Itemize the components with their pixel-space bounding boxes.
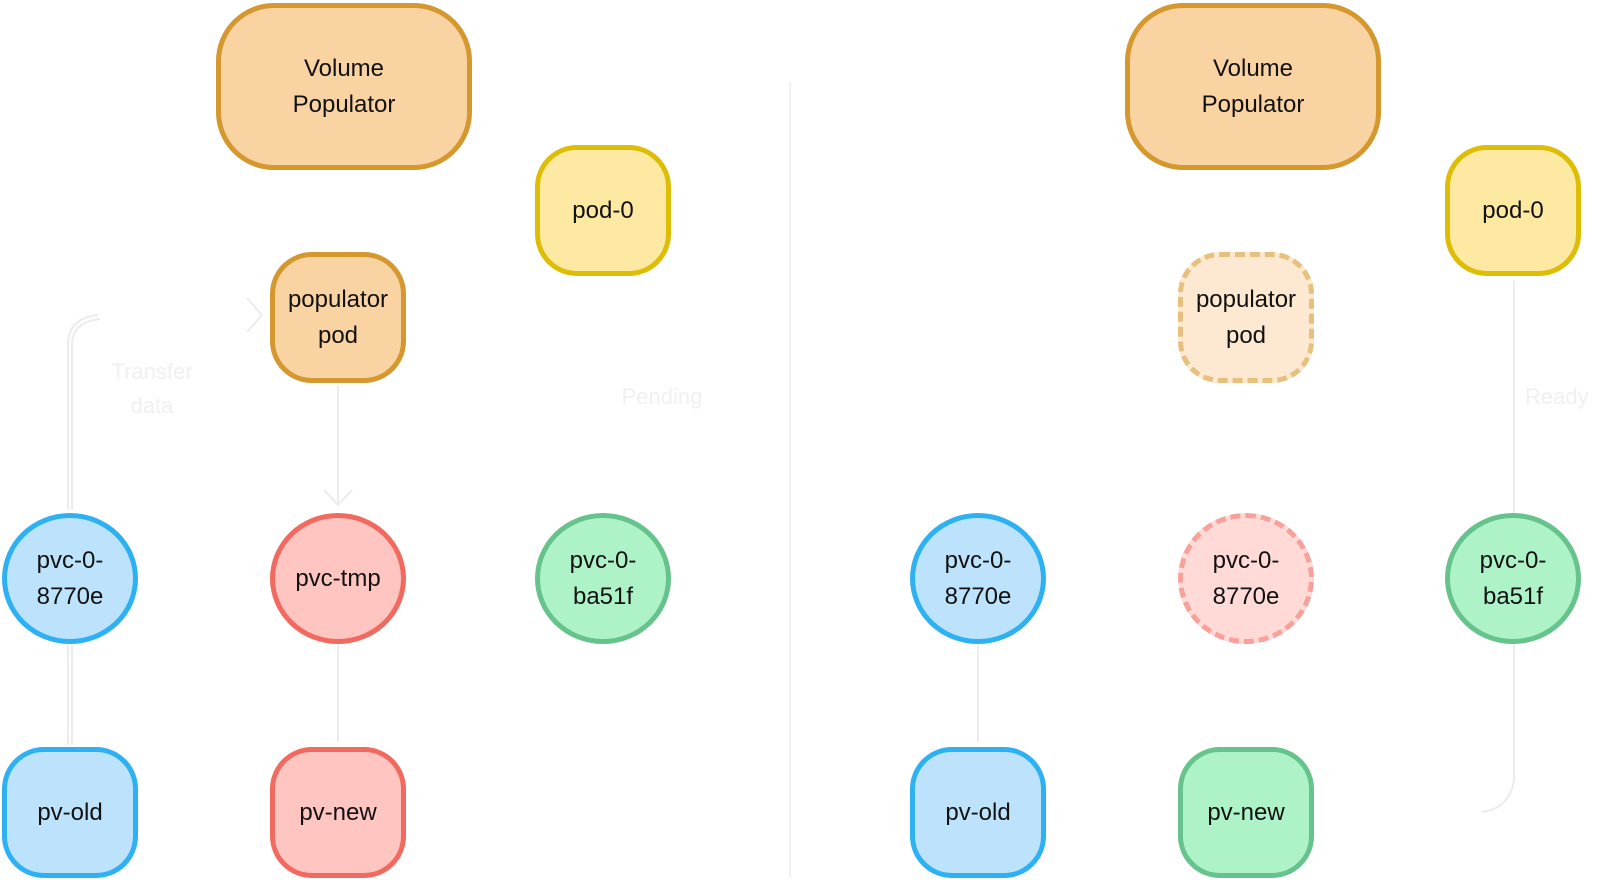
transfer-data-label: Transfer data [111, 359, 193, 418]
edge-transfer-b [71, 318, 101, 510]
ready-status-label: Ready [1525, 384, 1589, 409]
pod-0-label: pod-0 [572, 196, 634, 224]
populator-pod-node-right[interactable]: populator pod [1178, 252, 1314, 383]
pv-old-label: pv-old [945, 798, 1011, 826]
pending-status-label: Pending [621, 384, 703, 409]
pv-new-label: pv-new [1207, 798, 1285, 826]
pvc-tmp-label: pvc-tmp [295, 564, 381, 592]
pvc-old-label: pvc-0- 8770e [944, 546, 1012, 610]
pvc-old-label: pvc-0- 8770e [36, 546, 104, 610]
pv-new-node-right[interactable]: pv-new [1178, 747, 1314, 878]
pvc-old-node-right[interactable]: pvc-0- 8770e [910, 513, 1046, 644]
pv-new-node-left[interactable]: pv-new [270, 747, 406, 878]
volume-populator-label: Volume Populator [292, 54, 396, 118]
transfer-arrowhead [246, 297, 264, 333]
edge-transfer-a [67, 314, 99, 510]
pvc-new-label: pvc-0- ba51f [569, 546, 637, 610]
volume-populator-label: Volume Populator [1201, 54, 1305, 118]
pod-0-label: pod-0 [1482, 196, 1544, 224]
pod-0-node-right[interactable]: pod-0 [1445, 145, 1581, 276]
pvc-tmp-node-right[interactable]: pvc-0- 8770e [1178, 513, 1314, 644]
pv-old-node-right[interactable]: pv-old [910, 747, 1046, 878]
panel-divider [789, 82, 791, 877]
volume-populator-node-left[interactable]: Volume Populator [216, 3, 472, 170]
pvc-old-node-left[interactable]: pvc-0- 8770e [2, 513, 138, 644]
pv-old-node-left[interactable]: pv-old [2, 747, 138, 878]
pvc-tmp-arrowhead [323, 489, 353, 507]
pvc-new-label: pvc-0- ba51f [1479, 546, 1547, 610]
populator-pod-node-left[interactable]: populator pod [270, 252, 406, 383]
pv-new-label: pv-new [299, 798, 377, 826]
edge-r-pvc-new-pv-new [1481, 645, 1515, 813]
pv-old-label: pv-old [37, 798, 103, 826]
pvc-tmp-node-left[interactable]: pvc-tmp [270, 513, 406, 644]
pod-0-node-left[interactable]: pod-0 [535, 145, 671, 276]
pvc-new-node-right[interactable]: pvc-0- ba51f [1445, 513, 1581, 644]
pvc-tmp-label: pvc-0- 8770e [1212, 546, 1280, 610]
populator-pod-label: populator pod [287, 285, 389, 349]
volume-populator-node-right[interactable]: Volume Populator [1125, 3, 1381, 170]
pvc-new-node-left[interactable]: pvc-0- ba51f [535, 513, 671, 644]
populator-pod-label: populator pod [1195, 285, 1297, 349]
